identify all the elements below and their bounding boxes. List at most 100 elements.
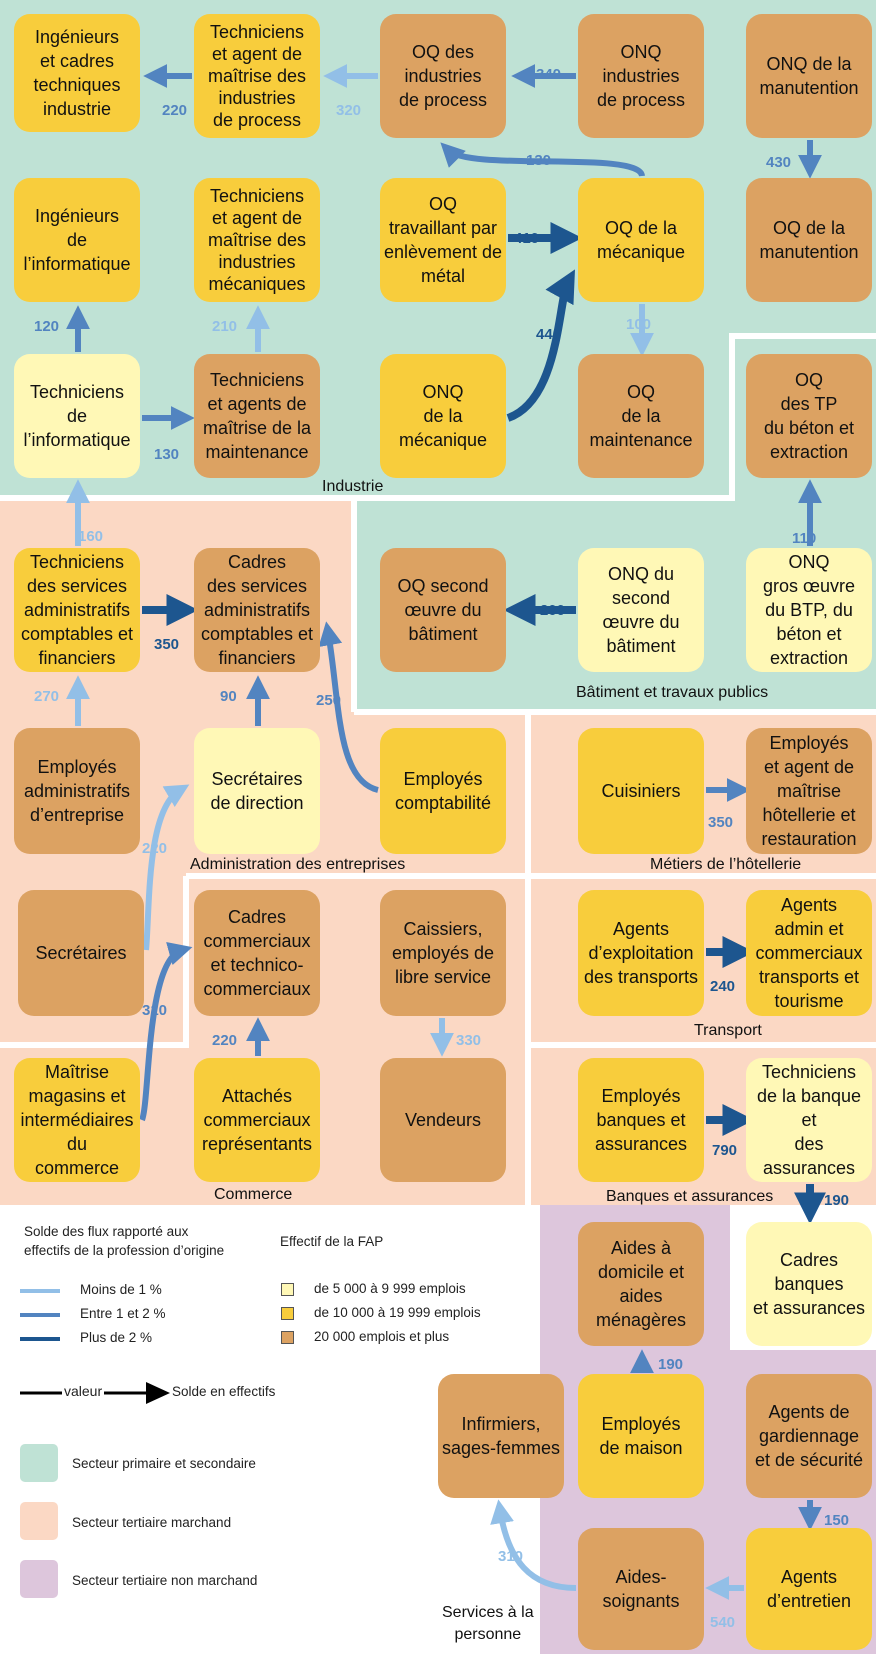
box-agents-exploitation: Agents d’exploitation des transports <box>578 890 704 1016</box>
box-employes-hotellerie: Employés et agent de maîtrise hôtellerie… <box>746 728 872 854</box>
flow-value-f130a: 130 <box>526 152 551 169</box>
legend-sector-tertiary: Secteur tertiaire marchand <box>72 1515 232 1530</box>
separator-commerce-left <box>0 876 189 1048</box>
flow-value-f100: 100 <box>626 316 651 333</box>
flow-value-f310a: 310 <box>142 1002 167 1019</box>
flow-value-f350a: 350 <box>154 636 179 653</box>
flow-value-f540: 540 <box>710 1614 735 1631</box>
sector-label-services: Services à la personne <box>442 1604 534 1643</box>
legend-swatch-5000 <box>281 1283 294 1296</box>
sector-label-transport: Transport <box>694 1022 762 1039</box>
flow-arrow-f250 <box>318 621 379 793</box>
box-employes-maison: Employés de maison <box>578 1374 704 1498</box>
flow-arrow-f220b <box>143 784 190 951</box>
box-aides-soignants: Aides- soignants <box>578 1528 704 1650</box>
box-techniciens-admin: Techniciens des services administratifs … <box>14 548 140 672</box>
flow-value-f320: 320 <box>336 102 361 119</box>
legend-flux-light: Moins de 1 % <box>80 1282 162 1297</box>
flow-arrow-f130a <box>440 142 645 178</box>
box-oq-second-oeuvre: OQ second œuvre du bâtiment <box>380 548 506 672</box>
box-employes-comptabilite: Employés comptabilité <box>380 728 506 854</box>
box-cadres-commerciaux: Cadres commerciaux et technico- commerci… <box>194 890 320 1016</box>
legend-line-medium <box>20 1313 60 1317</box>
flow-value-f220c: 220 <box>212 1032 237 1049</box>
legend-flux-dark: Plus de 2 % <box>80 1330 153 1345</box>
legend-area-primaire <box>20 1444 58 1482</box>
legend-fap-5000: de 5 000 à 9 999 emplois <box>314 1281 466 1296</box>
flow-value-f350b: 350 <box>708 814 733 831</box>
legend-sector-non-marchand: Secteur tertiaire non marchand <box>72 1573 258 1588</box>
box-ingenieurs-cadres-industrie: Ingénieurs et cadres techniques industri… <box>14 14 140 132</box>
legend-fap-title: Effectif de la FAP <box>280 1234 384 1249</box>
flow-value-f190b: 190 <box>658 1356 683 1373</box>
box-techniciens-banque: Techniciens de la banque et des assuranc… <box>746 1058 872 1182</box>
flow-value-f200: 200 <box>540 602 565 619</box>
flow-arrow-f440 <box>506 269 575 422</box>
flow-value-f330: 330 <box>456 1032 481 1049</box>
sector-label-banques: Banques et assurances <box>606 1188 774 1205</box>
flow-value-f310b: 310 <box>498 1548 523 1565</box>
box-techniciens-mecaniques: Techniciens et agent de maîtrise des ind… <box>194 178 320 302</box>
legend-sector-primary: Secteur primaire et secondaire <box>72 1456 256 1471</box>
flow-value-f790: 790 <box>712 1142 737 1159</box>
box-agents-admin-transports: Agents admin et commerciaux transports e… <box>746 890 872 1016</box>
flow-value-f250: 250 <box>316 692 341 709</box>
box-ingenieurs-informatique: Ingénieurs de l’informatique <box>14 178 140 302</box>
sector-label-administration: Administration des entreprises <box>190 856 406 873</box>
box-oq-mecanique: OQ de la mécanique <box>578 178 704 302</box>
legend-fap-20000: 20 000 emplois et plus <box>314 1329 450 1344</box>
flow-value-f220b: 220 <box>142 840 167 857</box>
flow-value-f440: 440 <box>536 326 561 343</box>
box-attaches-commerciaux: Attachés commerciaux représentants <box>194 1058 320 1182</box>
box-agents-gardiennage: Agents de gardiennage et de sécurité <box>746 1374 872 1498</box>
flow-value-f90: 90 <box>220 688 237 705</box>
flow-value-f130b: 130 <box>154 446 179 463</box>
box-oq-tp: OQ des TP du béton et extraction <box>746 354 872 478</box>
sector-label-hotellerie: Métiers de l’hôtellerie <box>650 856 802 873</box>
box-secretaires-direction: Secrétaires de direction <box>194 728 320 854</box>
box-agents-entretien: Agents d’entretien <box>746 1528 872 1650</box>
box-vendeurs: Vendeurs <box>380 1058 506 1182</box>
flow-arrow-f310a <box>139 942 193 1122</box>
box-cadres-banques: Cadres banques et assurances <box>746 1222 872 1346</box>
flow-value-f190a: 190 <box>824 1192 849 1209</box>
box-aides-domicile: Aides à domicile et aides ménagères <box>578 1222 704 1346</box>
sector-label-btp: Bâtiment et travaux publics <box>576 684 769 701</box>
box-maitrise-magasins: Maîtrise magasins et intermédiaires du c… <box>14 1058 140 1182</box>
box-onq-mecanique: ONQ de la mécanique <box>380 354 506 478</box>
flow-value-f110: 110 <box>792 530 816 547</box>
box-oq-manutention: OQ de la manutention <box>746 178 872 302</box>
box-techniciens-informatique: Techniciens de l’informatique <box>14 354 140 478</box>
box-onq-second-oeuvre: ONQ du second œuvre du bâtiment <box>578 548 704 672</box>
box-caissiers: Caissiers, employés de libre service <box>380 890 506 1016</box>
box-oq-process: OQ des industries de process <box>380 14 506 138</box>
legend-area-tertiaire <box>20 1502 58 1540</box>
box-cuisiniers: Cuisiniers <box>578 728 704 854</box>
legend-line-light <box>20 1289 60 1293</box>
legend-line-dark <box>20 1337 60 1341</box>
box-onq-process: ONQ industries de process <box>578 14 704 138</box>
flow-value-f430: 430 <box>766 154 791 171</box>
box-oq-maintenance: OQ de la maintenance <box>578 354 704 478</box>
box-techniciens-process: Techniciens et agent de maîtrise des ind… <box>194 14 320 138</box>
flow-value-f270: 270 <box>34 688 59 705</box>
legend-area-non-marchand <box>20 1560 58 1598</box>
legend-swatch-10000 <box>281 1307 294 1320</box>
legend-flux-medium: Entre 1 et 2 % <box>80 1306 166 1321</box>
legend-fap-10000: de 10 000 à 19 999 emplois <box>314 1305 481 1320</box>
box-infirmiers: Infirmiers, sages-femmes <box>438 1374 564 1498</box>
sector-label-industrie: Industrie <box>322 478 384 495</box>
box-onq-gros-oeuvre: ONQ gros œuvre du BTP, du béton et extra… <box>746 548 872 672</box>
box-oq-enlevement: OQ travaillant par enlèvement de métal <box>380 178 506 302</box>
box-cadres-admin: Cadres des services administratifs compt… <box>194 548 320 672</box>
separator-btp-frame <box>354 333 876 501</box>
box-onq-manutention: ONQ de la manutention <box>746 14 872 138</box>
flow-value-f150: 150 <box>824 1512 849 1529</box>
box-secretaires: Secrétaires <box>18 890 144 1016</box>
legend-valeur-desc: Solde en effectifs <box>172 1384 276 1399</box>
legend-valeur-label: valeur <box>62 1383 105 1399</box>
flow-value-f220: 220 <box>162 102 187 119</box>
